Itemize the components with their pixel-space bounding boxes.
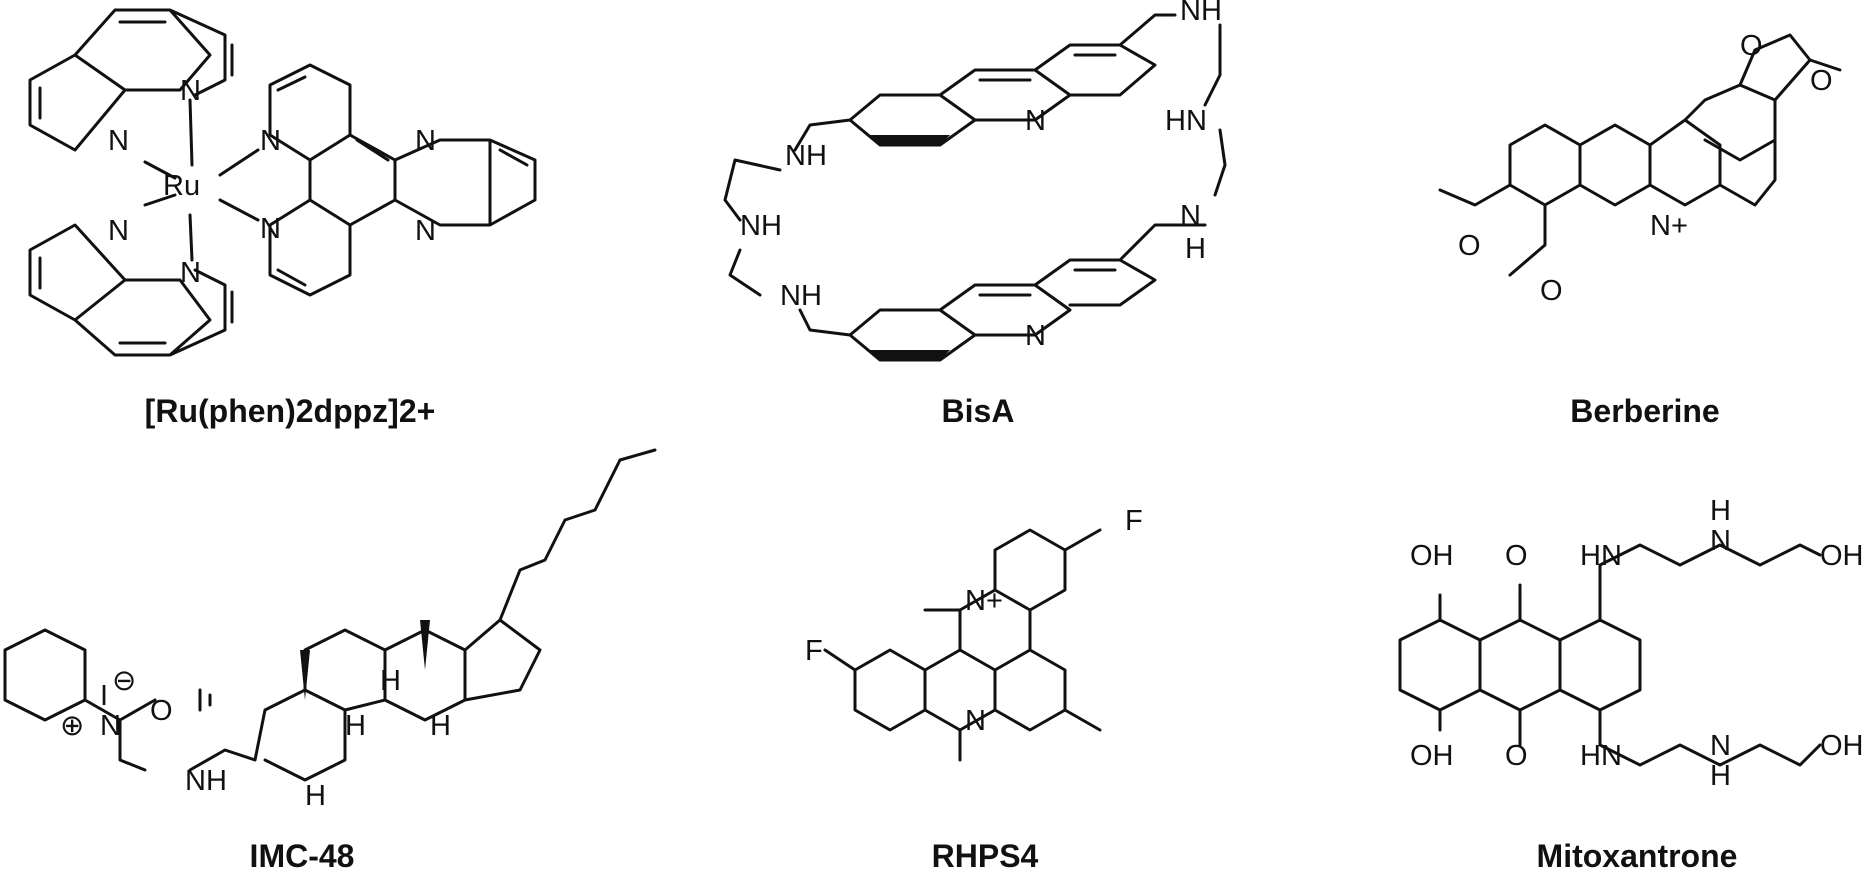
atom-i: I [100,680,108,712]
atom-o: O [1540,275,1563,307]
atom-n: N [260,125,281,157]
atom-oh: OH [1410,740,1454,772]
atom-n: N [965,705,986,737]
atom-n: N [260,213,281,245]
structure-imc48: O N ⊕ I ⊖ NH H H H H [3,448,657,812]
atom-minus: ⊖ [112,665,136,697]
atom-f: F [1125,505,1143,537]
atom-oh: OH [1820,540,1864,572]
atom-nh: NH [785,140,827,172]
atom-n: N [108,125,129,157]
atom-n: N [1710,730,1731,762]
atom-o: O [1458,230,1481,262]
atom-hn: HN [1580,540,1622,572]
atom-o: O [1810,65,1833,97]
caption-ru-phen-dppz: [Ru(phen)2dppz]2+ [144,393,436,429]
atom-nh: NH [780,280,822,312]
structure-ru-phen-dppz: N N N N Ru N N N N [28,8,537,357]
atom-n: N [415,215,436,247]
atom-n: N [180,75,201,107]
atom-n-plus: N+ [1650,210,1688,242]
structure-rhps4: F F N+ N [805,505,1143,762]
atom-f: F [805,635,823,667]
atom-h: H [305,780,326,812]
structure-mitoxantrone: OH O OH O HN HN H N N H OH OH [1398,495,1864,792]
atom-oh: OH [1410,540,1454,572]
atom-n: N [100,710,121,742]
atom-hn: HN [1580,740,1622,772]
atom-h: H [430,710,451,742]
atom-h: H [345,710,366,742]
atom-h: H [380,665,401,697]
atom-h: H [1710,495,1731,527]
atom-n-plus: N+ [965,585,1003,617]
caption-imc48: IMC-48 [249,838,355,874]
caption-mitoxantrone: Mitoxantrone [1536,838,1738,874]
atom-h: H [1185,233,1206,265]
atom-oh: OH [1820,730,1864,762]
structure-bisa: NH NH NH N N NH HN N H [723,0,1227,362]
atom-ru: Ru [163,170,200,202]
atom-plus: ⊕ [60,710,84,742]
atom-n: N [1180,200,1201,232]
caption-berberine: Berberine [1570,393,1720,429]
atom-n: N [180,257,201,289]
caption-rhps4: RHPS4 [931,838,1039,874]
atom-n: N [1710,525,1731,557]
atom-o: O [1505,740,1528,772]
atom-n: N [108,215,129,247]
atom-nh: NH [185,765,227,797]
atom-hn: HN [1165,105,1207,137]
atom-nh: NH [1180,0,1222,27]
atom-n: N [415,125,436,157]
caption-bisa: BisA [941,393,1015,429]
atom-n: N [1025,105,1046,137]
atom-h: H [1710,760,1731,792]
atom-o: O [1740,30,1763,62]
structure-berberine: O O N+ O O [1438,30,1842,307]
atom-o: O [150,695,173,727]
atom-n: N [1025,320,1046,352]
atom-o: O [1505,540,1528,572]
atom-nh: NH [740,210,782,242]
